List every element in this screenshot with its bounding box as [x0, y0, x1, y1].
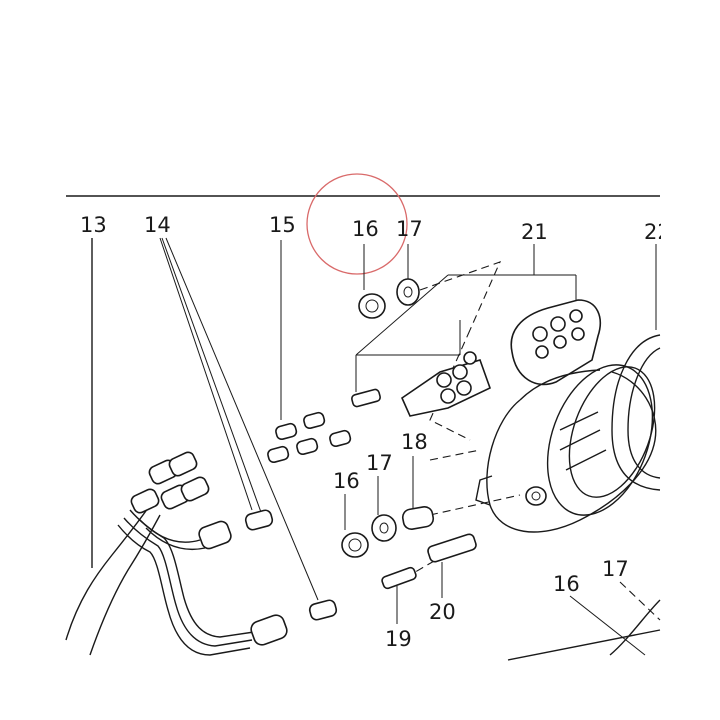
callout-14: 14: [144, 213, 171, 237]
harness-connectors: [130, 451, 288, 646]
part-21-bracket: [351, 244, 602, 417]
part-17-washer-mid: [371, 476, 397, 542]
callout-13: 13: [80, 213, 107, 237]
callout-17-top: 17: [396, 217, 423, 241]
highlight-circle[interactable]: [306, 173, 408, 275]
part-15-pins: [267, 240, 352, 464]
part-18-sleeve: [401, 456, 435, 530]
callout-21: 21: [521, 220, 548, 244]
bottom-right-detail: [507, 581, 661, 661]
callout-16-bottom: 16: [553, 572, 580, 596]
assembly-dashed-lines: [404, 261, 521, 579]
callout-20: 20: [429, 600, 456, 624]
part-22-ring: [611, 244, 661, 491]
part-17-washer-top: [396, 244, 420, 306]
part-19-bolt: [381, 566, 417, 624]
callout-18: 18: [401, 430, 428, 454]
callout-16-top: 16: [352, 217, 379, 241]
callout-17-mid: 17: [366, 451, 393, 475]
right-crop-mask: [661, 0, 720, 720]
callout-17-bottom: 17: [602, 557, 629, 581]
part-14-leaders: [159, 237, 338, 621]
callout-16-mid: 16: [333, 469, 360, 493]
part-13-harness: [65, 238, 255, 656]
part-20-stud: [427, 533, 477, 598]
callout-15: 15: [269, 213, 296, 237]
callout-19: 19: [385, 627, 412, 651]
main-housing: [475, 364, 657, 533]
part-16-nut-mid: [341, 494, 369, 558]
part-16-nut-top: [358, 244, 386, 319]
